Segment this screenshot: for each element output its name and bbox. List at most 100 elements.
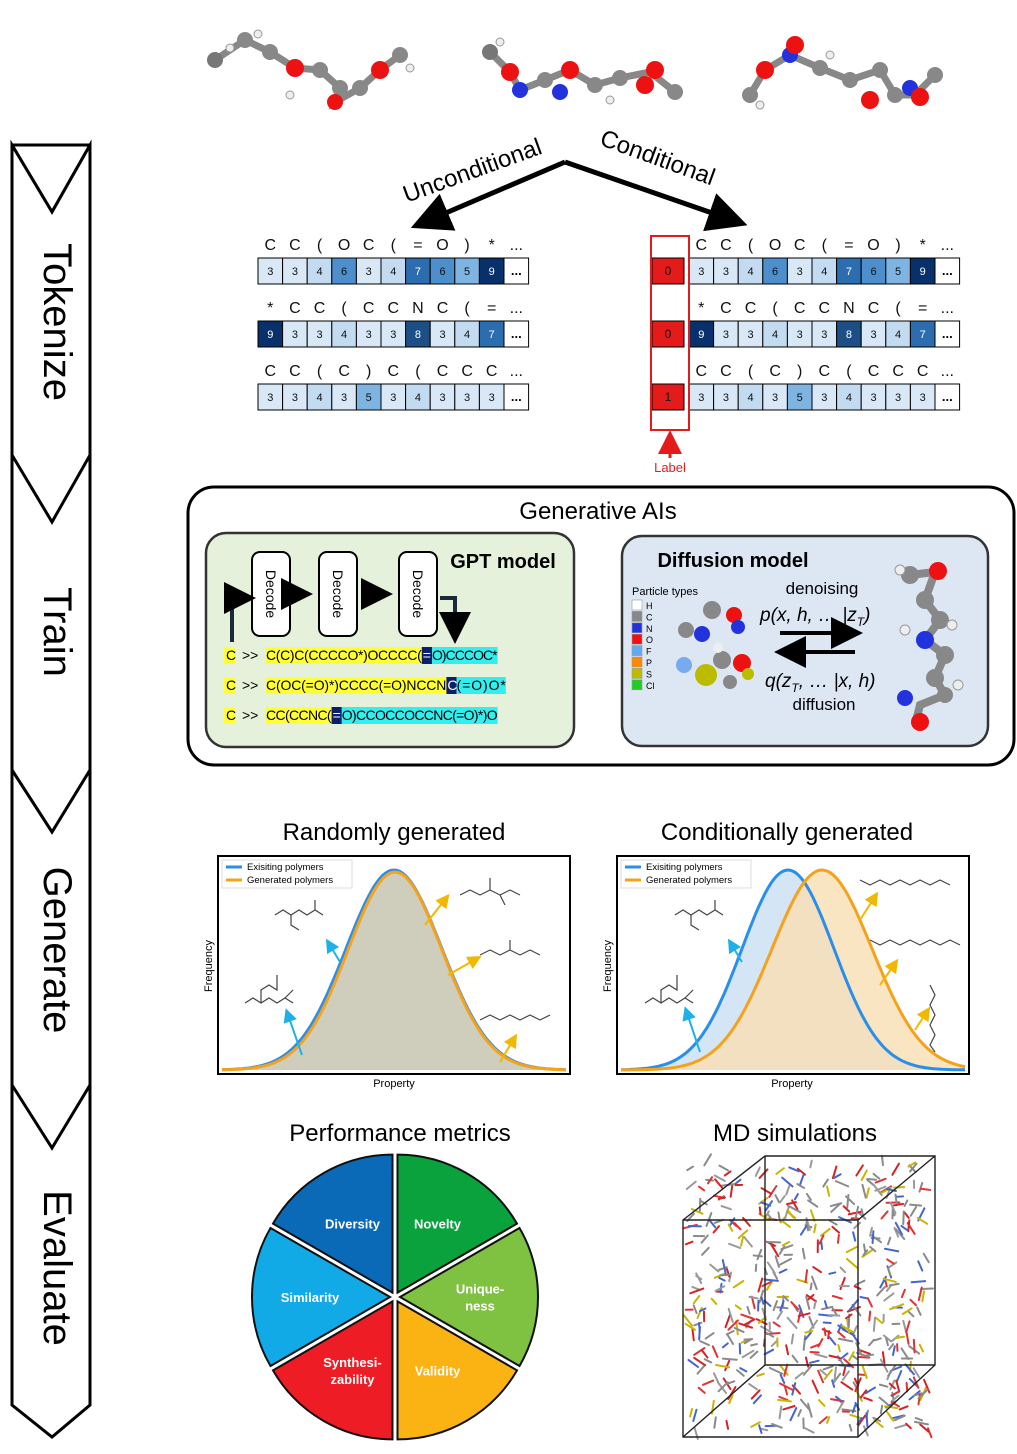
token-cell [934, 320, 961, 348]
token-char: ( [317, 237, 323, 254]
token-cell [355, 383, 382, 411]
token-cell [811, 257, 838, 285]
token-char: = [413, 237, 422, 254]
md-box-edges [682, 1155, 936, 1438]
token-char: N [843, 300, 855, 317]
token-value: 8 [846, 329, 852, 341]
token-char: C [363, 300, 375, 317]
token-cell [688, 257, 715, 285]
token-char: C [461, 363, 473, 380]
token-value: 3 [698, 392, 704, 404]
particle-swatch [631, 645, 643, 656]
token-char: * [698, 300, 704, 317]
left-xlabel: Property [373, 1078, 415, 1090]
token-value: 9 [489, 266, 495, 278]
token-value: 4 [464, 329, 470, 341]
token-cell [688, 383, 715, 411]
token-char: ( [391, 237, 397, 254]
token-char: C [289, 363, 301, 380]
token-cell [306, 257, 333, 285]
token-cell [836, 257, 862, 285]
token-char: C [486, 363, 498, 380]
token-value: 7 [920, 329, 926, 341]
token-value: 3 [366, 266, 372, 278]
token-value: ... [942, 389, 953, 404]
molecule-1 [207, 29, 415, 110]
particle-swatch [631, 656, 643, 668]
token-value: ... [511, 263, 522, 278]
token-value: 3 [267, 266, 273, 278]
token-value: 3 [390, 392, 396, 404]
stage-label-train: Train [35, 587, 79, 677]
particle-type-label: C [646, 612, 653, 622]
gpt-arrow: >> [242, 647, 258, 663]
token-cell [885, 320, 911, 348]
token-char: C [338, 363, 350, 380]
token-char: C [437, 300, 449, 317]
token-cell [885, 257, 911, 285]
token-value: 6 [870, 266, 876, 278]
gpt-yellow-seq: C(C)C(CCCCO*)OCCCC( [266, 647, 422, 663]
token-cell [786, 320, 813, 348]
token-value: 3 [821, 329, 827, 341]
metric-label: Similarity [281, 1290, 340, 1305]
token-cell [454, 257, 480, 285]
q-equation: q(zT, … |x, h) [765, 671, 875, 695]
token-char: C [794, 237, 806, 254]
gpt-smiles-lines: C>>C(C)C(CCCCO*)OCCCC(=O)CCCOC*C>>C(OC(=… [224, 647, 506, 724]
token-value: 4 [341, 329, 347, 341]
right-generated-area [621, 870, 965, 1070]
token-char: C [720, 363, 732, 380]
token-value: 3 [698, 266, 704, 278]
token-value: 9 [920, 266, 926, 278]
token-value: 3 [747, 329, 753, 341]
token-value: 3 [292, 392, 298, 404]
gpt-cyan-seq: O)CCCOC* [432, 647, 498, 663]
token-value: 3 [870, 392, 876, 404]
metric-label: Synthesi- [323, 1355, 382, 1370]
token-cell [355, 320, 382, 348]
token-char: C [696, 363, 708, 380]
generative-title: Generative AIs [519, 498, 676, 525]
particle-type-label: S [646, 669, 652, 679]
token-cell [762, 257, 788, 285]
token-cell [331, 320, 357, 348]
token-cell [478, 257, 505, 285]
token-char: C [769, 363, 781, 380]
particle-swatch [631, 633, 643, 645]
token-char: C [437, 363, 449, 380]
label-cell [651, 320, 685, 348]
md-simulation-box [682, 1153, 936, 1440]
token-cell [478, 320, 505, 348]
token-cell [811, 320, 838, 348]
token-char: O [436, 237, 448, 254]
plot-right-title: Conditionally generated [661, 819, 913, 846]
token-value: 3 [390, 329, 396, 341]
token-char: = [844, 237, 853, 254]
left-ylabel: Frequency [203, 940, 215, 992]
metric-slice [271, 1299, 394, 1441]
label-cell [651, 383, 685, 411]
token-char: ) [464, 237, 469, 254]
token-value: 3 [920, 392, 926, 404]
token-value: ... [942, 326, 953, 341]
token-cell [713, 383, 739, 411]
token-value: 3 [723, 329, 729, 341]
decode-label-1: Decode [263, 570, 279, 618]
particle-swatch [631, 679, 643, 691]
gpt-arrow: >> [242, 707, 258, 723]
gpt-next-token: = [333, 707, 341, 723]
token-char: ( [772, 300, 778, 317]
token-rows-unconditional: 3C3C4(6O3C4(7=6O5)9*......9*3C3C4(3C3C8N… [257, 237, 530, 411]
metric-label: Diversity [325, 1216, 381, 1231]
token-cell [454, 320, 480, 348]
decode-blocks: Decode Decode Decode [224, 551, 471, 644]
md-title: MD simulations [713, 1120, 877, 1147]
token-value: 4 [747, 266, 753, 278]
plot-left: Exisiting polymers Generated polymers Pr… [203, 855, 571, 1090]
token-value: 4 [846, 392, 852, 404]
particle-swatch [631, 668, 643, 679]
left-legend-existing: Exisiting polymers [247, 862, 324, 873]
